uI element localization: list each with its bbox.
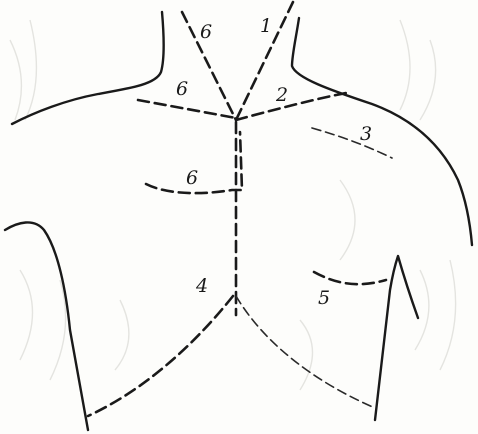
left-arm-contour <box>5 222 88 430</box>
incision-subcostal-right <box>236 296 375 408</box>
incision-clavicle-left <box>138 100 236 118</box>
label-shoulder-right: 3 <box>360 123 372 145</box>
incision-lines <box>88 2 392 416</box>
label-clavicle-right: 2 <box>275 84 288 106</box>
incision-clavicle-right <box>236 93 346 120</box>
neck-right-contour <box>292 18 472 245</box>
label-clavicle-left: 6 <box>176 78 188 100</box>
label-sternum-lower: 4 <box>195 275 208 297</box>
background-texture <box>10 20 456 390</box>
label-neck-right: 1 <box>260 15 272 37</box>
neck-left-contour <box>12 12 164 124</box>
incision-subcostal-left <box>88 296 233 416</box>
incision-rib-right <box>314 272 386 284</box>
label-neck-left: 6 <box>200 21 212 43</box>
incision-shoulder-right <box>312 128 392 158</box>
label-chest-left: 6 <box>186 167 198 189</box>
body-outline <box>5 12 472 430</box>
label-rib-right: 5 <box>318 287 330 309</box>
